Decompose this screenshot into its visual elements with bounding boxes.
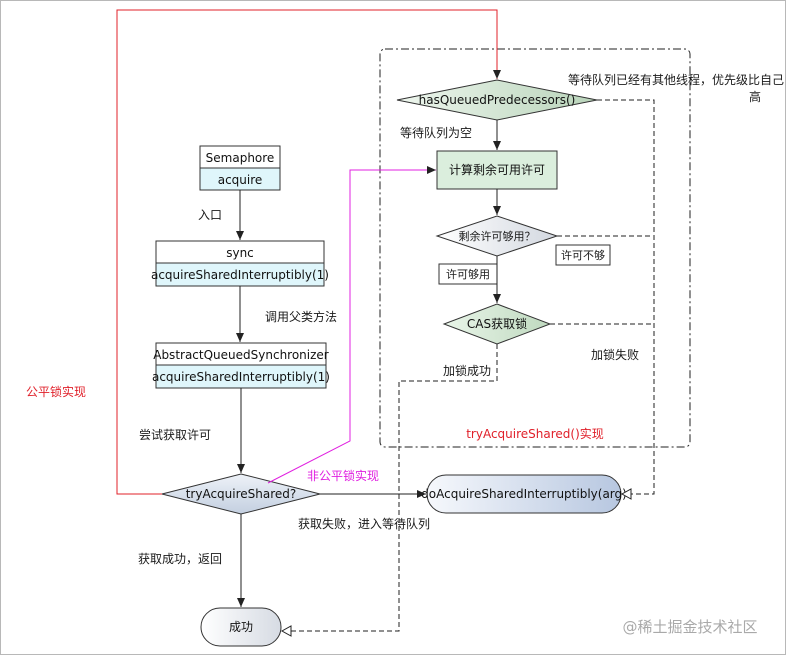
enough-yes-label: 许可够用 <box>446 268 490 281</box>
cas-diamond: CAS获取锁 <box>442 303 552 345</box>
not-enough-label: 许可不够 <box>561 249 605 262</box>
enough-label: 剩余许可够用？ <box>459 229 536 243</box>
queue-others-label: 等待队列已经有其他线程，优先级比自己 <box>568 72 784 87</box>
calc-node: 计算剩余可用许可 <box>436 150 558 190</box>
try-acquire-impl-container <box>379 48 691 448</box>
sync-node: sync acquireSharedInterruptibly(1) <box>151 240 329 287</box>
aqs-title: AbstractQueuedSynchronizer <box>153 348 329 362</box>
not-enough-box <box>555 244 611 266</box>
aqs-method: acquireSharedInterruptibly(1) <box>152 370 330 384</box>
cas-label: CAS获取锁 <box>467 316 527 331</box>
connectors <box>236 120 501 607</box>
success-label: 成功 <box>229 620 253 634</box>
do-acquire-node: doAcquireSharedInterruptibly(arg) <box>421 474 627 514</box>
has-queued-diamond: hasQueuedPredecessors() <box>396 79 598 121</box>
dashed-connectors <box>280 99 655 637</box>
edge-cas-success-to-success <box>280 344 498 637</box>
semaphore-node: Semaphore acquire <box>199 145 281 191</box>
semaphore-method: acquire <box>218 173 263 187</box>
aqs-node: AbstractQueuedSynchronizer acquireShared… <box>152 342 330 389</box>
call-parent-label: 调用父类方法 <box>265 309 337 324</box>
nonfair-lock-path <box>267 166 436 484</box>
fair-lock-label: 公平锁实现 <box>26 384 86 399</box>
edge-hasqueued-to-doacquire <box>597 99 655 500</box>
queue-empty-label: 等待队列为空 <box>400 125 472 140</box>
enough-diamond: 剩余许可够用？ <box>435 215 559 257</box>
success-node: 成功 <box>200 607 282 647</box>
try-acquire-impl-label: tryAcquireShared()实现 <box>466 426 604 441</box>
got-return-label: 获取成功，返回 <box>138 552 222 566</box>
lock-fail-label: 加锁失败 <box>591 347 639 362</box>
entry-label: 入口 <box>198 208 222 222</box>
try-acquire-label: tryAcquireShared? <box>186 487 297 501</box>
queue-others-label-2: 高 <box>749 89 761 104</box>
sync-title: sync <box>226 246 254 260</box>
semaphore-title: Semaphore <box>206 151 275 165</box>
fail-queue-label: 获取失败，进入等待队列 <box>298 516 430 531</box>
calc-label: 计算剩余可用许可 <box>449 162 545 177</box>
do-acquire-label: doAcquireSharedInterruptibly(arg) <box>421 487 627 501</box>
lock-success-label: 加锁成功 <box>443 363 491 378</box>
fair-lock-path <box>116 9 501 495</box>
try-get-label: 尝试获取许可 <box>139 427 211 442</box>
has-queued-label: hasQueuedPredecessors() <box>419 93 576 107</box>
watermark: @稀土掘金技术社区 <box>622 618 757 636</box>
sync-method: acquireSharedInterruptibly(1) <box>151 268 329 282</box>
nonfair-lock-label: 非公平锁实现 <box>307 468 379 483</box>
try-acquire-diamond: tryAcquireShared? <box>161 473 321 515</box>
